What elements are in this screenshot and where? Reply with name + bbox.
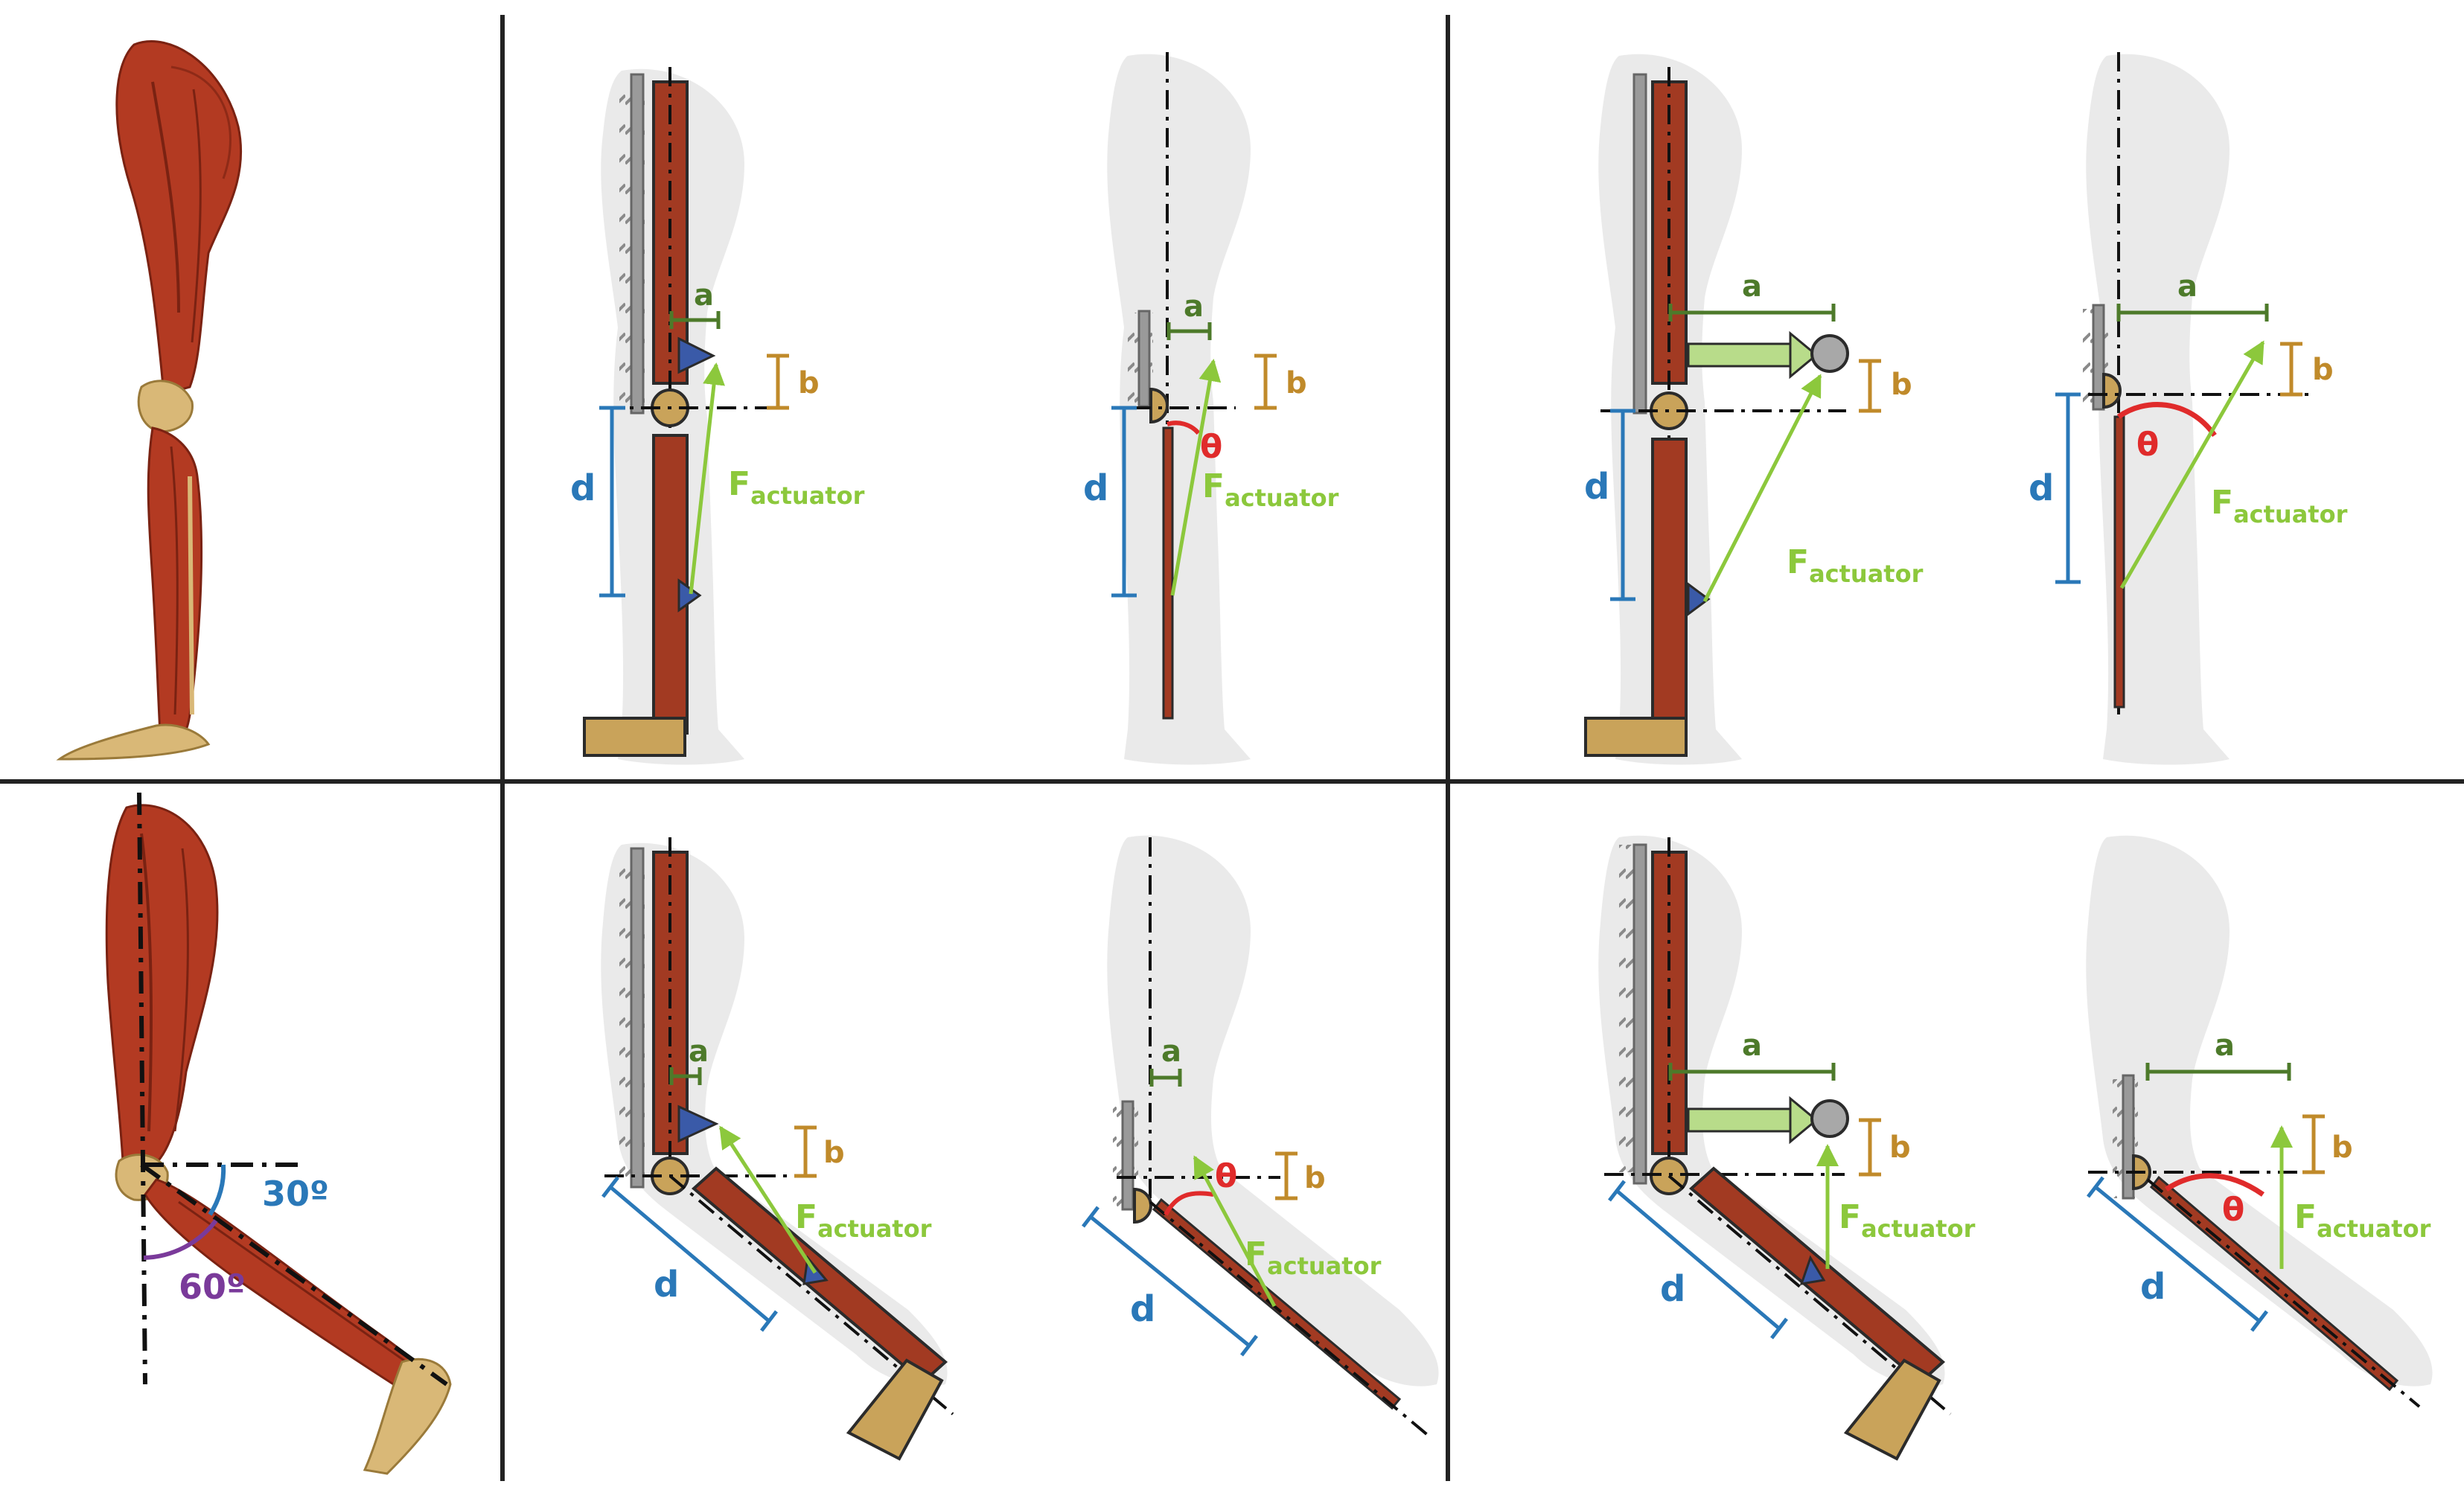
triangle-anchor-icon: [677, 336, 716, 374]
dimension-b-label: b: [1891, 368, 1912, 402]
dimension-b-label: b: [1889, 1131, 1911, 1165]
theta-label: θ: [2136, 426, 2159, 464]
panel-extended-pulley: a b d Factuator: [1584, 54, 1924, 765]
dimension-b-label: b: [798, 366, 820, 400]
anatomy-leg-flexed: 30º 60º: [105, 792, 452, 1475]
dimension-d-label: d: [1083, 467, 1108, 509]
force-actuator-label: Factuator: [1245, 1235, 1382, 1280]
panel-flexed-flexible-pulley-theta: θ a b d Factuator: [2086, 835, 2433, 1408]
theta-label: θ: [1200, 428, 1222, 466]
panel-flexed-pulley: a b d Factuator: [1598, 835, 1976, 1461]
panel-extended-flexible-pulley-theta: θ a b d Factuator: [2029, 52, 2348, 765]
dimension-b-label: b: [2312, 353, 2334, 387]
dimension-a-label: a: [1161, 1034, 1181, 1069]
pulley-disk-icon: [1810, 1099, 1849, 1138]
dimension-a-label: a: [1742, 269, 1762, 304]
angle-60-label: 60º: [179, 1267, 246, 1307]
panel-extended-flexible-theta: θ a b d Factuator: [1083, 52, 1339, 765]
triangle-anchor-icon: [1799, 1255, 1826, 1285]
force-actuator-label: Factuator: [2294, 1198, 2431, 1243]
pulley-disk-icon: [1810, 334, 1849, 373]
dimension-a-label: a: [1742, 1029, 1762, 1063]
dimension-b-label: b: [823, 1136, 845, 1170]
force-actuator-label: Factuator: [2211, 484, 2348, 528]
dimension-d-label: d: [1584, 466, 1609, 508]
grid-dividers: [0, 15, 2464, 1481]
angle-30-label: 30º: [262, 1174, 329, 1214]
force-actuator-label: Factuator: [1202, 467, 1339, 512]
force-actuator-label: Factuator: [795, 1198, 932, 1243]
dimension-b-label: b: [2331, 1131, 2353, 1165]
dimension-b-label: b: [1304, 1161, 1326, 1195]
dimension-a-label: a: [694, 278, 714, 313]
triangle-anchor-icon: [1687, 582, 1711, 616]
dimension-a-label: a: [1184, 290, 1204, 324]
dimension-b-label: b: [1286, 366, 1307, 400]
panel-flexed-link-triangles: a b d Factuator: [601, 837, 954, 1461]
dimension-d-label: d: [2029, 467, 2054, 509]
force-actuator-label: Factuator: [1839, 1198, 1976, 1243]
force-actuator-label: Factuator: [1787, 543, 1924, 588]
force-actuator-label: Factuator: [728, 465, 865, 510]
triangle-anchor-icon: [677, 1104, 719, 1143]
anatomy-leg-extended: [56, 40, 243, 761]
dimension-d-label: d: [654, 1264, 679, 1305]
dimension-d-label: d: [570, 467, 596, 509]
dimension-d-label: d: [1130, 1288, 1155, 1330]
panel-flexed-flexible-theta: θ a b d Factuator: [1082, 835, 1439, 1438]
dimension-d-label: d: [1660, 1268, 1685, 1310]
dimension-a-label: a: [2215, 1029, 2235, 1063]
dimension-a-label: a: [689, 1034, 709, 1069]
theta-label: θ: [1215, 1157, 1237, 1195]
dimension-a-label: a: [2177, 269, 2198, 304]
theta-label: θ: [2222, 1191, 2244, 1229]
triangle-anchor-icon: [677, 578, 702, 613]
dimension-d-label: d: [2140, 1266, 2165, 1308]
panel-extended-link-triangles: a b d Factuator: [570, 67, 865, 765]
